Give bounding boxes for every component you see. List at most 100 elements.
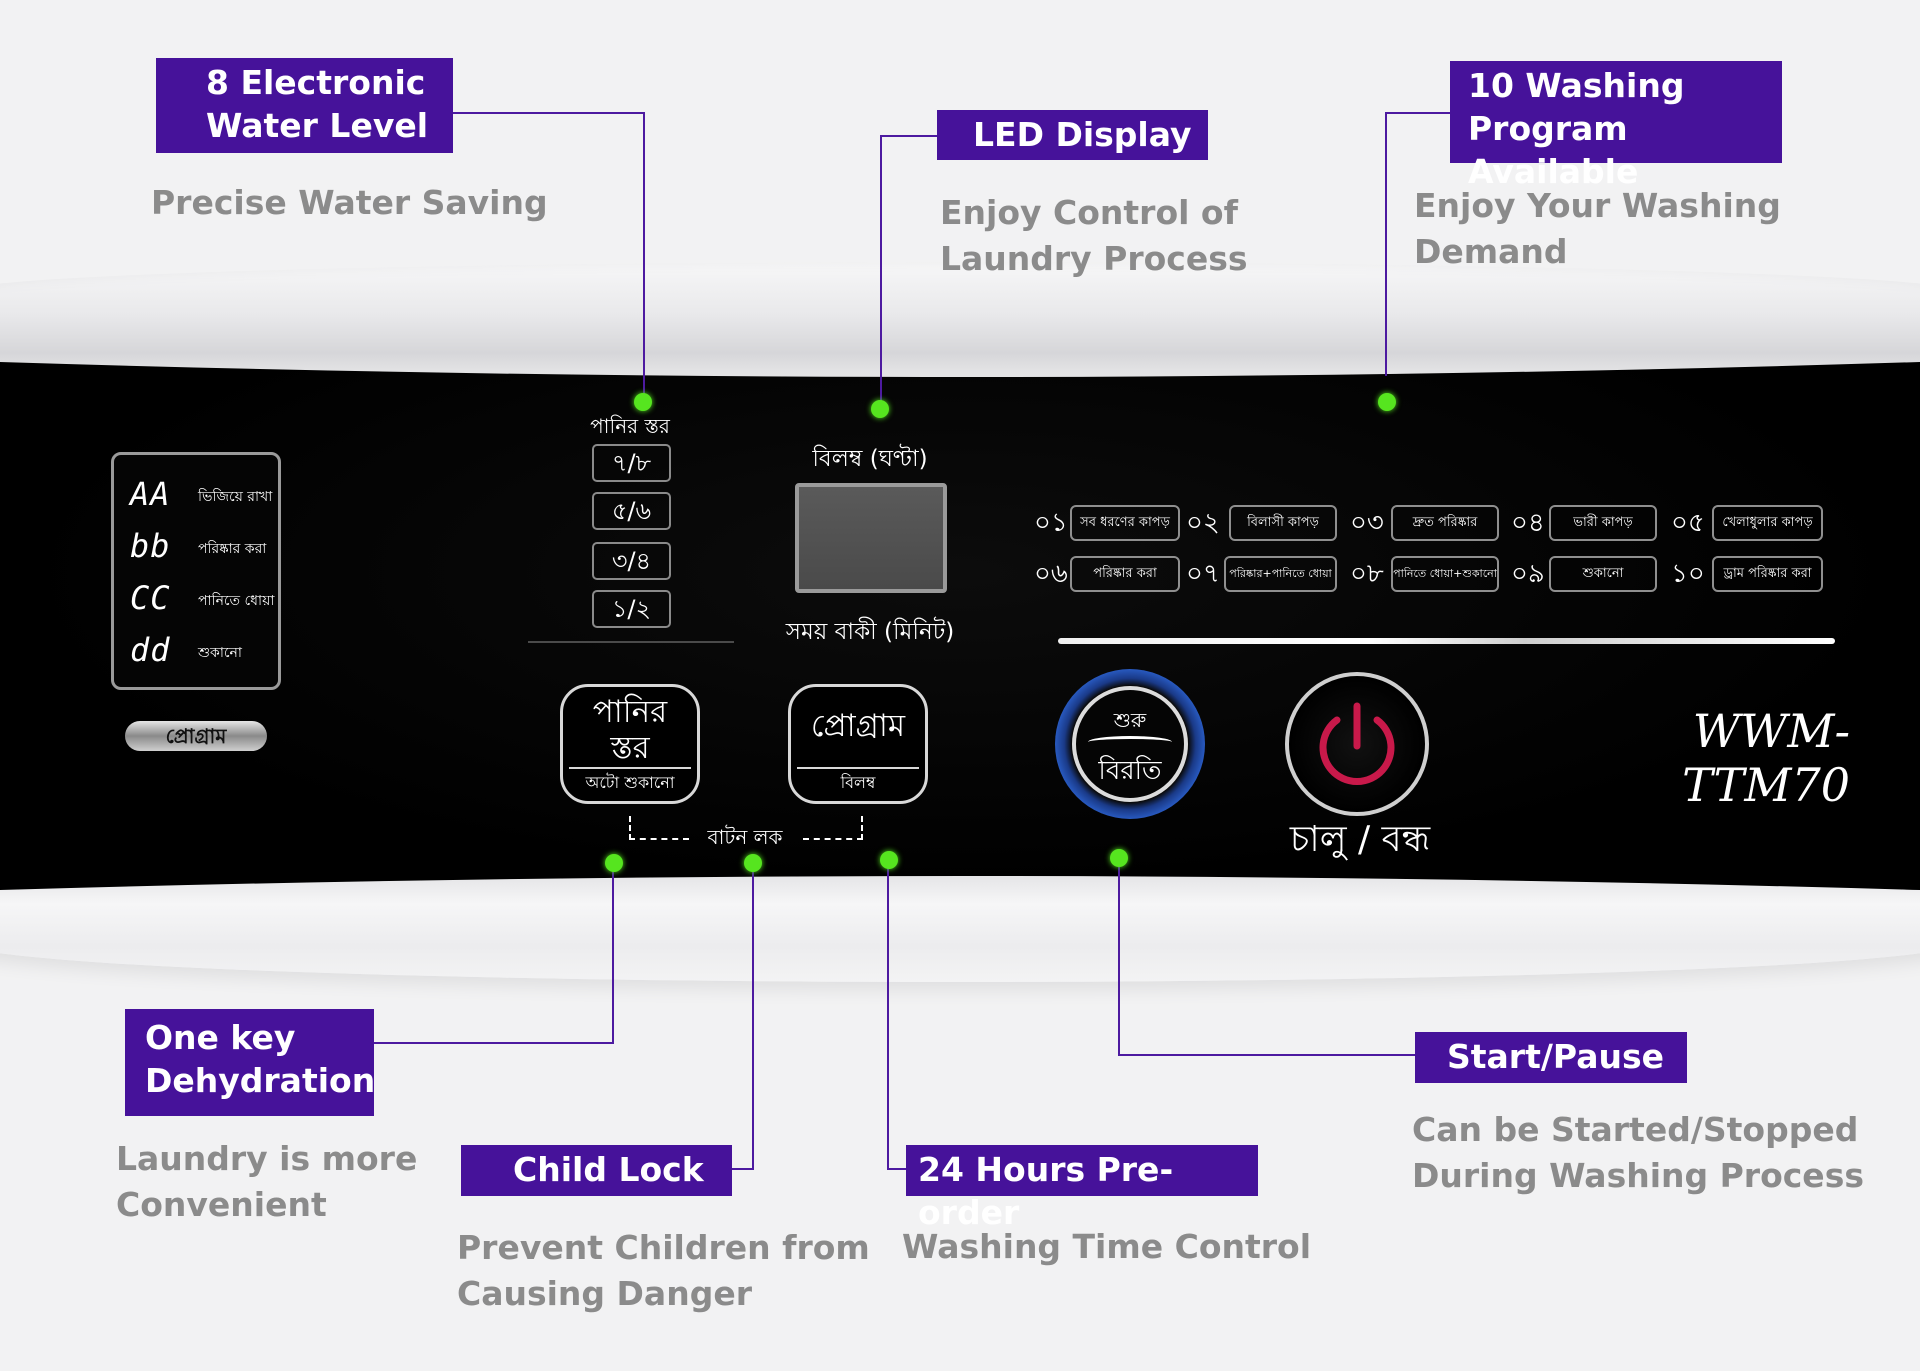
status-code-label: শুকানো: [198, 645, 242, 661]
start-pause-face: শুরু বিরতি: [1072, 686, 1188, 802]
callout-title: Child Lock: [513, 1150, 704, 1189]
caption-water-level: Precise Water Saving: [151, 183, 548, 222]
caption-start-pause: Can be Started/Stopped During Washing Pr…: [1412, 1107, 1864, 1198]
caption-line: Laundry is more: [116, 1139, 418, 1178]
program-number: ০৮: [1350, 559, 1384, 589]
program-number: ০৭: [1186, 559, 1220, 589]
status-code-symbol: AA: [130, 475, 171, 513]
status-code-row: dd শুকানো: [130, 631, 280, 671]
caption-line: During Washing Process: [1412, 1155, 1864, 1195]
caption-line: Convenient: [116, 1184, 327, 1224]
connector-dehydration: [612, 862, 614, 1044]
callout-dehydration: One key Dehydration: [125, 1009, 376, 1116]
program-option[interactable]: বিলাসী কাপড়: [1229, 505, 1337, 541]
indicator-dot: [880, 851, 898, 869]
button-lock-label: বাটন লক: [707, 825, 783, 849]
button-label: পানির: [592, 694, 668, 730]
light-bar: [1058, 638, 1835, 644]
status-code-row: AA ভিজিয়ে রাখা: [130, 475, 280, 515]
callout-title: LED Display: [973, 115, 1192, 154]
callout-title: 24 Hours Pre-order: [918, 1150, 1174, 1232]
water-level-indicator: ৫/৬: [592, 492, 671, 530]
program-option[interactable]: খেলাধুলার কাপড়: [1712, 505, 1823, 541]
power-button[interactable]: [1285, 672, 1429, 816]
connector-water-level: [452, 112, 645, 114]
program-button[interactable]: প্রোগ্রাম বিলম্ব: [788, 684, 928, 804]
status-code-row: CC পানিতে ধোয়া: [130, 579, 280, 619]
callout-led-display: LED Display: [937, 110, 1208, 160]
led-display-screen: [795, 483, 947, 593]
caption-led-display: Enjoy Control of Laundry Process: [940, 190, 1248, 281]
power-label: চালু / বন্ধ: [1289, 819, 1431, 860]
connector-start-pause: [1118, 862, 1120, 1056]
callout-title: Program Available: [1468, 108, 1639, 191]
connector-led: [880, 135, 882, 403]
callout-child-lock: Child Lock: [461, 1145, 732, 1196]
status-code-label: পরিষ্কার করা: [198, 541, 267, 557]
status-code-symbol: CC: [130, 579, 171, 617]
program-option[interactable]: শুকানো: [1549, 556, 1657, 592]
callout-preorder: 24 Hours Pre-order: [906, 1145, 1258, 1232]
panel-divider: [528, 641, 734, 643]
caption-preorder: Washing Time Control: [902, 1227, 1312, 1266]
status-code-symbol: bb: [130, 527, 171, 565]
program-number: ০২: [1186, 508, 1220, 538]
water-level-indicator: ১/২: [592, 590, 671, 628]
program-number: ০৩: [1350, 508, 1384, 538]
program-option[interactable]: ভারী কাপড়: [1549, 505, 1657, 541]
water-level-indicator: ৩/৪: [592, 542, 671, 580]
callout-water-level: 8 Electronic Water Level: [156, 58, 453, 153]
pause-label: বিরতি: [1098, 756, 1162, 786]
time-remaining-label: সময় বাকী (মিনিট): [785, 619, 955, 645]
button-sublabel: বিলম্ব: [797, 767, 919, 797]
indicator-dot: [634, 393, 652, 411]
delay-hours-label: বিলম্ব (ঘণ্টা): [812, 446, 928, 472]
callout-title: Start/Pause: [1447, 1037, 1664, 1076]
lock-bracket-left: [629, 816, 689, 840]
status-code-label: ভিজিয়ে রাখা: [198, 489, 273, 505]
program-option[interactable]: ড্রাম পরিষ্কার করা: [1712, 556, 1823, 592]
callout-title: Dehydration: [145, 1060, 376, 1100]
program-number: ০৫: [1671, 508, 1705, 538]
status-code-display: AA ভিজিয়ে রাখা bb পরিষ্কার করা CC পানিত…: [111, 452, 281, 690]
caption-line: Prevent Children from: [457, 1228, 870, 1267]
connector-led: [880, 135, 938, 137]
water-level-button[interactable]: পানির স্তর অটো শুকানো: [560, 684, 700, 804]
connector-preorder: [887, 1168, 908, 1170]
start-label: শুরু: [1113, 708, 1147, 732]
power-icon: [1319, 702, 1395, 785]
connector-preorder: [887, 862, 889, 1170]
callout-title: 10 Washing: [1468, 66, 1685, 105]
caption-line: Laundry Process: [940, 238, 1248, 278]
lock-bracket-right: [803, 816, 863, 840]
connector-programs: [1385, 112, 1387, 376]
status-code-row: bb পরিষ্কার করা: [130, 527, 280, 567]
control-panel: [0, 362, 1920, 890]
start-pause-button[interactable]: শুরু বিরতি: [1055, 669, 1205, 819]
program-number: ০৬: [1034, 559, 1068, 589]
callout-title: 8 Electronic: [206, 63, 426, 102]
program-label-pill: প্রোগ্রাম: [125, 721, 267, 751]
caption-child-lock: Prevent Children from Causing Danger: [457, 1225, 870, 1316]
program-option[interactable]: দ্রুত পরিষ্কার: [1391, 505, 1499, 541]
program-number: ০৪: [1511, 508, 1545, 538]
model-name: WWM-TTM70: [1682, 704, 1850, 812]
program-option[interactable]: পানিতে ধোয়া+শুকানো: [1391, 556, 1499, 592]
connector-child-lock: [730, 1168, 754, 1170]
caption-dehydration: Laundry is more Convenient: [116, 1136, 417, 1227]
program-option[interactable]: সব ধরণের কাপড়: [1070, 505, 1180, 541]
program-option[interactable]: পরিষ্কার+পানিতে ধোয়া: [1224, 556, 1337, 592]
status-code-label: পানিতে ধোয়া: [198, 593, 275, 609]
indicator-dot: [605, 854, 623, 872]
program-number: ০৯: [1511, 559, 1545, 589]
caption-programs: Enjoy Your Washing Demand: [1414, 186, 1781, 271]
caption-line: Enjoy Control of: [940, 193, 1238, 232]
connector-dehydration: [373, 1042, 614, 1044]
callout-title: One key: [145, 1018, 296, 1057]
program-number: ১০: [1671, 559, 1705, 589]
callout-start-pause: Start/Pause: [1415, 1032, 1687, 1083]
button-label: স্তর: [610, 729, 650, 766]
callout-programs: 10 Washing Program Available: [1450, 61, 1782, 191]
program-option[interactable]: পরিষ্কার করা: [1070, 556, 1180, 592]
caption-line: Can be Started/Stopped: [1412, 1110, 1859, 1149]
